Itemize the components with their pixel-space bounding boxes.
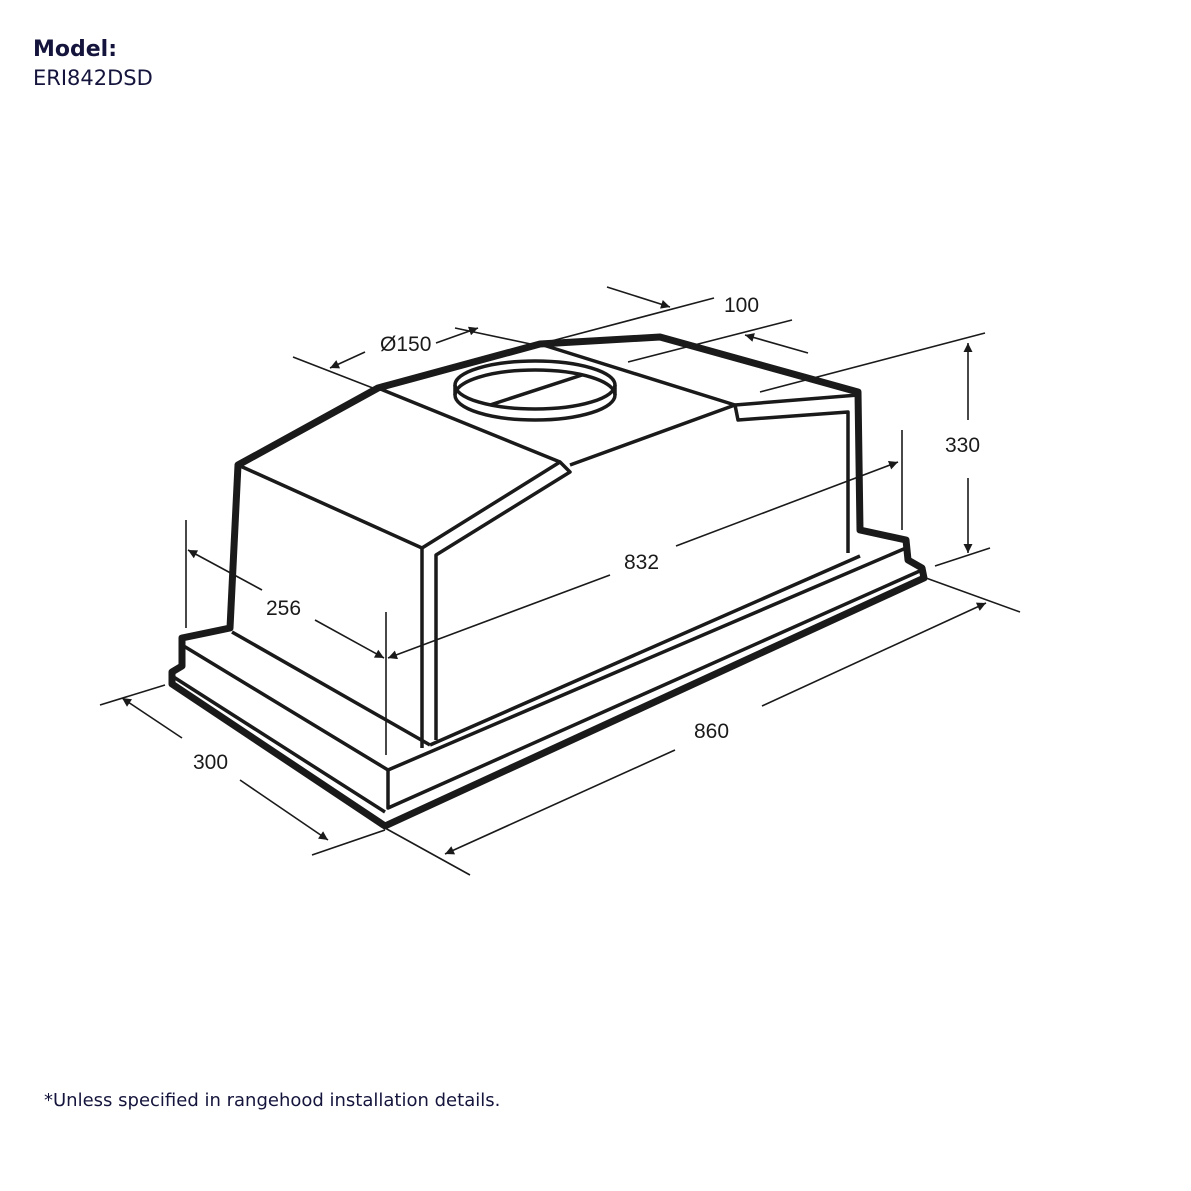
footnote: *Unless specified in rangehood installat… [44,1090,501,1111]
inner-width-label: 832 [624,551,659,574]
rangehood-body [168,333,928,830]
dimension-lines [99,286,1021,876]
model-number: ERI842DSD [33,66,153,90]
inner-depth-label: 256 [266,597,301,620]
model-label: Model: [33,37,118,62]
duct-collar [453,359,617,422]
height-label: 330 [945,434,980,457]
duct-diameter-label: Ø150 [380,333,431,356]
duct-offset-label: 100 [724,294,759,317]
depth-label: 300 [193,751,228,774]
width-label: 860 [694,720,729,743]
